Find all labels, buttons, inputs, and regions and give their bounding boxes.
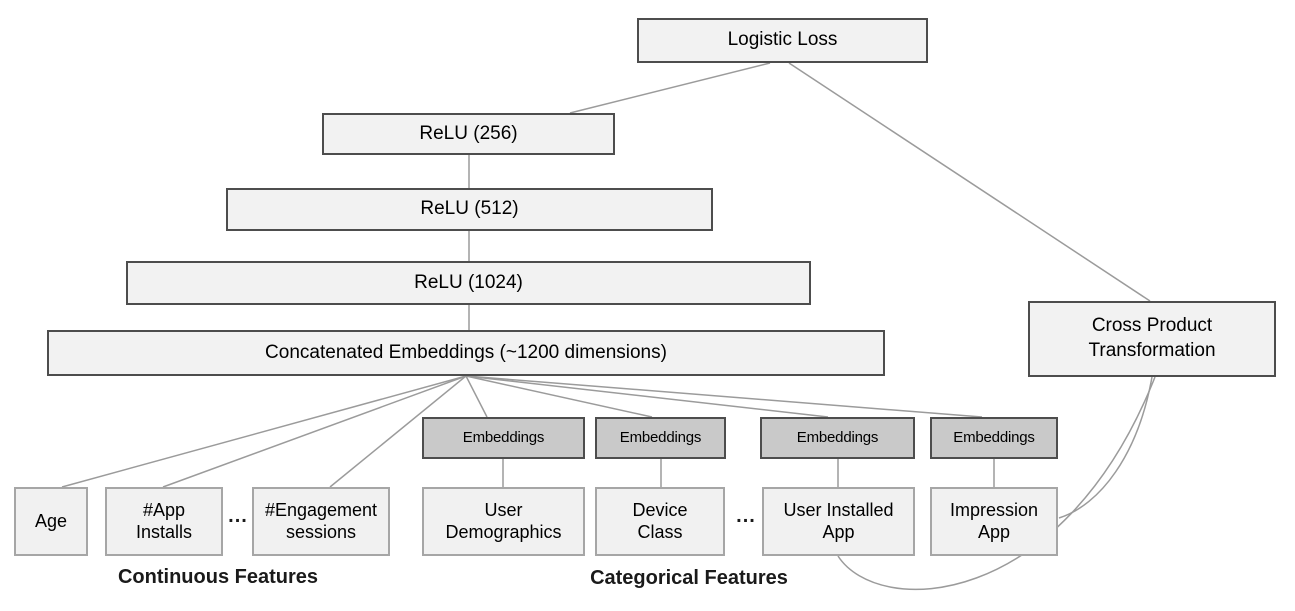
edge-impression-app-to-cross-product bbox=[1058, 376, 1153, 519]
node-label-line2: App bbox=[822, 521, 855, 542]
node-label-line1: #App bbox=[142, 499, 186, 520]
node-label: ReLU (512) bbox=[420, 198, 519, 220]
node-label-line1: #Engagement bbox=[264, 499, 378, 520]
node-embeddings-1: Embeddings bbox=[422, 417, 585, 459]
edge-concat-to-embeddings-4 bbox=[465, 375, 983, 418]
node-relu-512: ReLU (512) bbox=[226, 188, 713, 231]
edge-concat-to-engagement-sessions bbox=[329, 375, 467, 488]
edge-concat-to-app-installs bbox=[162, 375, 467, 488]
node-label: Embeddings bbox=[953, 429, 1035, 447]
node-label: Logistic Loss bbox=[727, 29, 838, 51]
node-label-line1: Cross Product bbox=[1091, 315, 1213, 337]
node-embeddings-2: Embeddings bbox=[595, 417, 726, 459]
node-feature-user-installed-app: User Installed App bbox=[762, 487, 915, 556]
node-label-line2: Demographics bbox=[445, 521, 562, 542]
node-label-line1: Device bbox=[632, 499, 688, 520]
node-embeddings-3: Embeddings bbox=[760, 417, 915, 459]
node-feature-engagement-sessions: #Engagement sessions bbox=[252, 487, 390, 556]
node-label-line2: Transformation bbox=[1088, 340, 1216, 361]
node-label-line1: Impression bbox=[949, 499, 1039, 520]
node-relu-1024: ReLU (1024) bbox=[126, 261, 811, 305]
node-relu-256: ReLU (256) bbox=[322, 113, 615, 155]
edge-concat-to-embeddings-3 bbox=[465, 375, 829, 418]
node-label-line2: sessions bbox=[285, 521, 357, 542]
node-label-line2: App bbox=[977, 521, 1011, 542]
node-feature-user-demographics: User Demographics bbox=[422, 487, 585, 556]
node-feature-device-class: Device Class bbox=[595, 487, 725, 556]
node-label-line1: User bbox=[484, 499, 523, 520]
node-label: Embeddings bbox=[796, 429, 879, 447]
edge-concat-to-embeddings-1 bbox=[465, 375, 488, 418]
ellipsis-continuous: ... bbox=[228, 505, 248, 527]
node-label: Concatenated Embeddings (~1200 dimension… bbox=[265, 341, 667, 363]
continuous-features-label: Continuous Features bbox=[117, 566, 318, 588]
node-cross-product-transformation: Cross Product Transformation bbox=[1028, 301, 1276, 377]
edge-concat-to-embeddings-2 bbox=[465, 375, 653, 418]
categorical-features-label: Categorical Features bbox=[590, 567, 788, 589]
node-logistic-loss: Logistic Loss bbox=[637, 18, 928, 63]
edge-loss-to-cross-product bbox=[788, 62, 1151, 302]
node-label-line2: Installs bbox=[135, 521, 193, 542]
node-label: ReLU (1024) bbox=[414, 271, 523, 293]
node-concatenated-embeddings: Concatenated Embeddings (~1200 dimension… bbox=[47, 330, 885, 376]
edge-concat-to-age bbox=[61, 375, 467, 488]
node-feature-impression-app: Impression App bbox=[930, 487, 1058, 556]
node-label: ReLU (256) bbox=[419, 122, 518, 144]
node-feature-age: Age bbox=[14, 487, 88, 556]
node-label-line2: Class bbox=[637, 521, 683, 542]
node-feature-app-installs: #App Installs bbox=[105, 487, 223, 556]
node-label: Age bbox=[34, 510, 68, 531]
node-embeddings-4: Embeddings bbox=[930, 417, 1058, 459]
node-label: Embeddings bbox=[462, 429, 545, 447]
ellipsis-categorical: ... bbox=[736, 505, 756, 527]
edge-user-installed-app-to-cross-product bbox=[837, 376, 1156, 590]
node-label-line1: User Installed bbox=[783, 499, 894, 520]
edge-loss-to-relu256 bbox=[569, 62, 771, 114]
node-label: Embeddings bbox=[619, 429, 702, 447]
